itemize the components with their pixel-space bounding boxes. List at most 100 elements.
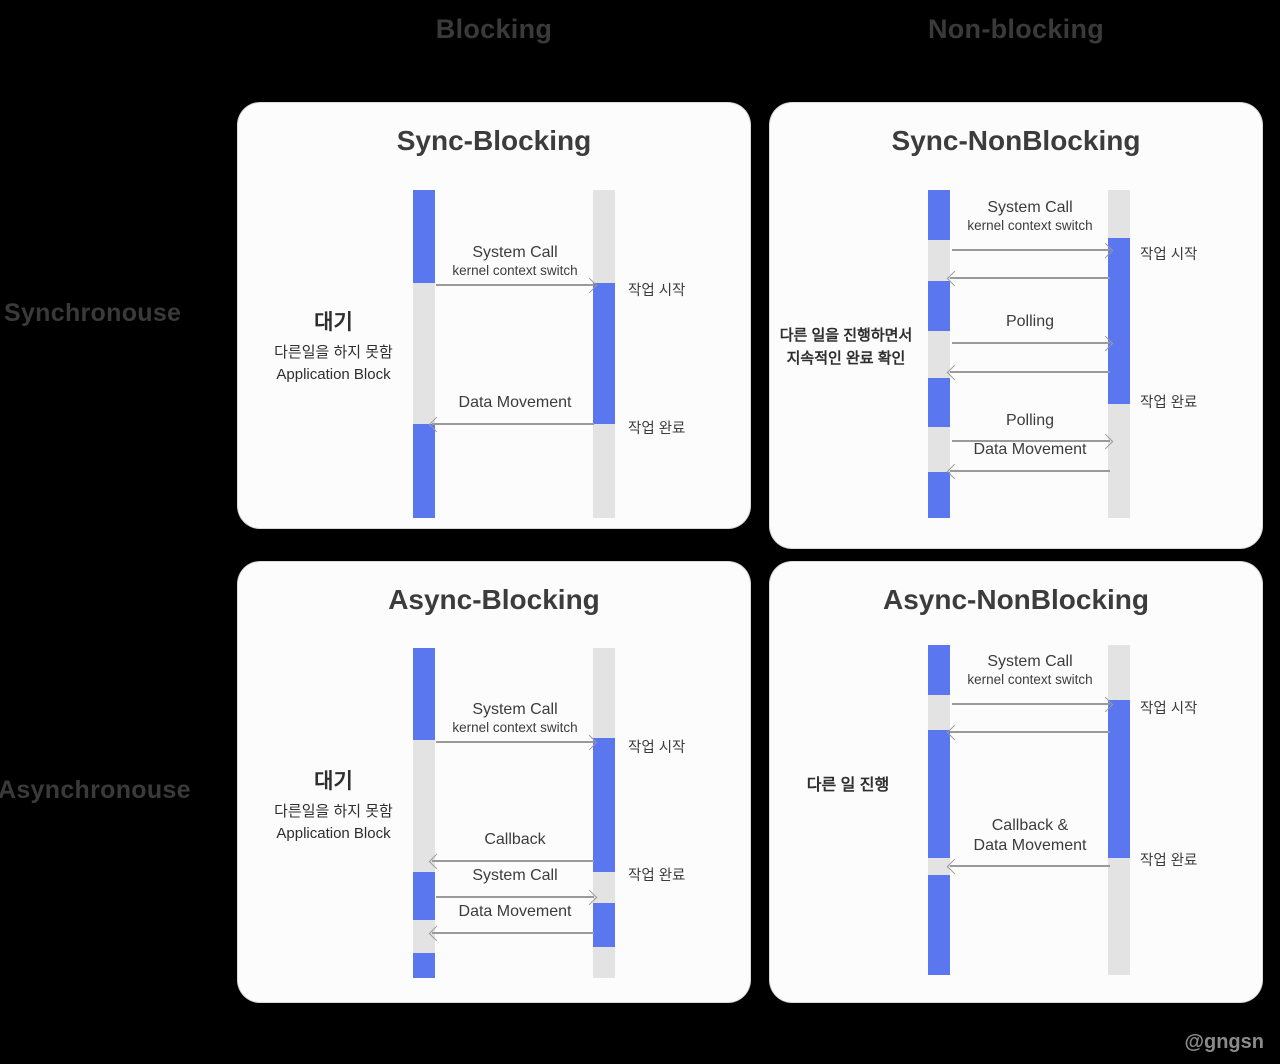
arrow-shaft: [952, 249, 1110, 251]
note-line-kr: 다른일을 하지 못함: [274, 344, 393, 362]
arrow-shaft: [952, 703, 1110, 705]
status-label-complete: 작업 완료: [628, 421, 686, 437]
row-heading-asynchronous: Asynchronouse: [0, 776, 191, 804]
arrow-label-main: Polling: [1005, 313, 1055, 330]
bar-segment-active: [928, 875, 950, 975]
watermark: @gngsn: [1184, 1031, 1265, 1053]
arrow-label-main: System Call: [472, 244, 558, 261]
arrow-caption: Data Movement: [435, 902, 595, 922]
arrow-label-main: System Call: [472, 867, 558, 884]
arrow-label-main: System Call: [987, 653, 1073, 670]
arrow-caption: Callback & Data Movement: [952, 816, 1108, 856]
note-line-1: 다른 일 진행: [806, 777, 890, 794]
status-label-start: 작업 시작: [628, 283, 686, 299]
arrow-shaft: [950, 277, 1110, 279]
arrow-shaft: [952, 342, 1110, 344]
arrow-data-movement: [428, 416, 594, 432]
arrow-callback-data-movement: [946, 858, 1110, 874]
side-note: 대기 다른일을 하지 못함 Application Block: [256, 767, 411, 845]
arrow-callback: [428, 853, 594, 869]
arrow-label-main: System Call: [987, 199, 1073, 216]
arrow-polling: [952, 335, 1114, 351]
card-title: Sync-NonBlocking: [891, 125, 1141, 156]
bar-segment-active: [928, 645, 950, 695]
arrow-label-main: Callback &: [991, 817, 1069, 834]
arrow-shaft: [950, 731, 1110, 733]
note-line-en: Application Block: [276, 366, 391, 384]
arrow-data-movement: [428, 925, 594, 941]
card-title: Async-NonBlocking: [882, 584, 1150, 615]
arrow-shaft: [432, 932, 594, 934]
bar-segment-active: [413, 872, 435, 920]
arrow-caption: Data Movement: [952, 440, 1108, 460]
arrow-caption: System Call kernel context switch: [952, 652, 1108, 689]
arrow-return: [946, 724, 1110, 740]
arrow-caption: Polling: [952, 411, 1108, 431]
note-heading: 대기: [314, 770, 353, 793]
status-label-complete: 작업 완료: [628, 868, 686, 884]
kernel-lifeline-bar: [1108, 645, 1130, 975]
status-label-start: 작업 시작: [628, 740, 686, 756]
arrow-caption: System Call kernel context switch: [435, 243, 595, 280]
arrow-return: [946, 270, 1110, 286]
arrow-label-main: Data Movement: [973, 441, 1087, 458]
bar-segment-active: [1108, 700, 1130, 858]
status-label-complete: 작업 완료: [1140, 853, 1198, 869]
card-title: Sync-Blocking: [396, 125, 592, 156]
bar-segment-active: [928, 730, 950, 858]
bar-segment-active: [593, 283, 615, 424]
arrow-head-left-icon: [946, 463, 963, 479]
arrow-system-call: [952, 696, 1114, 712]
arrow-label-sub: kernel context switch: [452, 720, 578, 735]
note-line-1: 다른 일을 진행하면서: [779, 327, 913, 344]
arrow-head-left-icon: [946, 270, 963, 286]
bar-segment-active: [413, 424, 435, 518]
arrow-label-main: Data Movement: [458, 903, 572, 920]
card-sync-blocking: Sync-Blocking 대기 다른일을 하지 못함 Application …: [238, 103, 750, 528]
arrow-label-main: Polling: [1005, 412, 1055, 429]
arrow-shaft: [950, 470, 1110, 472]
status-label-start: 작업 시작: [1140, 701, 1198, 717]
arrow-system-call: [436, 734, 598, 750]
arrow-system-call: [952, 242, 1114, 258]
arrow-data-movement: [946, 463, 1110, 479]
bar-segment-active: [593, 738, 615, 872]
bar-segment-active: [928, 472, 950, 518]
bar-segment-active: [593, 903, 615, 947]
arrow-shaft: [432, 423, 594, 425]
arrow-caption: System Call kernel context switch: [952, 198, 1108, 235]
side-note: 대기 다른일을 하지 못함 Application Block: [256, 308, 411, 386]
arrow-system-call: [436, 277, 598, 293]
bar-segment-active: [928, 378, 950, 427]
note-line-en: Application Block: [276, 825, 391, 843]
arrow-caption: Polling: [952, 312, 1108, 332]
arrow-shaft: [436, 896, 594, 898]
arrow-shaft: [436, 741, 594, 743]
arrow-label-main: System Call: [472, 701, 558, 718]
client-lifeline-bar: [413, 190, 435, 518]
arrow-head-left-icon: [428, 416, 445, 432]
note-line-2: 지속적인 완료 확인: [786, 349, 906, 367]
arrow-label-sub: Data Movement: [973, 837, 1087, 854]
arrow-label-sub: kernel context switch: [452, 263, 578, 278]
column-heading-non-blocking: Non-blocking: [927, 14, 1105, 44]
column-heading-blocking: Blocking: [435, 14, 553, 44]
arrow-label-sub: kernel context switch: [967, 672, 1093, 687]
arrow-caption: Callback: [435, 830, 595, 850]
arrow-label-main: Data Movement: [458, 394, 572, 411]
bar-segment-active: [413, 190, 435, 283]
note-line-kr: 다른일을 하지 못함: [274, 803, 393, 821]
arrow-shaft: [950, 371, 1110, 373]
card-async-blocking: Async-Blocking 대기 다른일을 하지 못함 Application…: [238, 562, 750, 1002]
card-async-nonblocking: Async-NonBlocking 다른 일 진행 System Call ke…: [770, 562, 1262, 1002]
arrow-return: [946, 364, 1110, 380]
arrow-caption: System Call: [435, 866, 595, 886]
arrow-polling: [952, 433, 1114, 449]
kernel-lifeline-bar: [1108, 190, 1130, 518]
arrow-label-sub: kernel context switch: [967, 218, 1093, 233]
row-heading-synchronous: Synchronouse: [4, 299, 182, 327]
arrow-shaft: [436, 284, 594, 286]
arrow-head-left-icon: [946, 364, 963, 380]
status-label-start: 작업 시작: [1140, 247, 1198, 263]
